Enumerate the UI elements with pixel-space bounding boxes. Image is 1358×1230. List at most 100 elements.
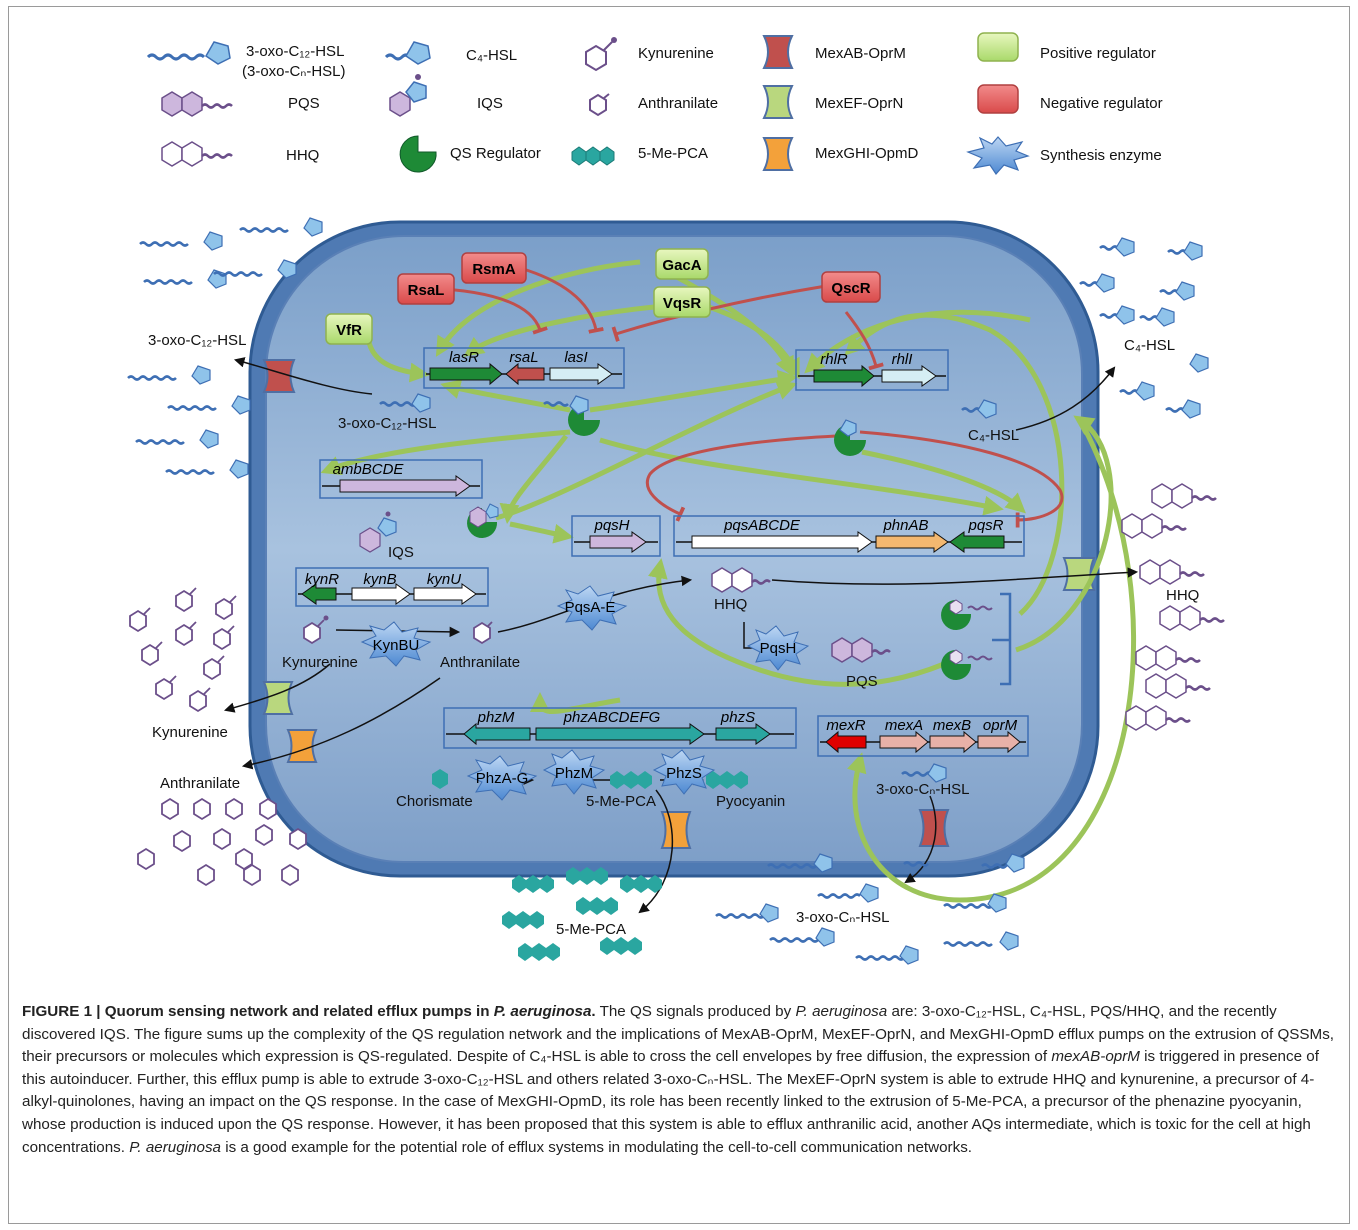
operon-pqs: pqsABCDE phnAB pqsR (673, 515, 1025, 557)
legend-oxo-c12-label: 3-oxo-C₁₂-HSL (246, 43, 344, 60)
outside-oxo-c12-cloud (127, 217, 323, 479)
qs-network-diagram: 3-oxo-C₁₂-HSL (3-oxo-Cₙ-HSL) C₄-HSL Kynu… (127, 32, 1225, 965)
enzyme-pqsae: PqsA-E (556, 585, 628, 631)
label-me-pca-in: 5-Me-PCA (586, 793, 656, 810)
svg-text:pqsR: pqsR (967, 517, 1003, 534)
legend-negative-swatch (977, 84, 1019, 114)
svg-text:VfR: VfR (336, 322, 362, 339)
legend-kynurenine-label: Kynurenine (638, 45, 714, 62)
label-chorismate: Chorismate (396, 793, 473, 810)
legend-iqs-label: IQS (477, 95, 503, 112)
figure-caption: FIGURE 1 | Quorum sensing network and re… (22, 1001, 1338, 1159)
label-iqs: IQS (388, 544, 414, 561)
svg-text:PqsH: PqsH (760, 640, 797, 657)
oxo-cn-inside-icon (901, 763, 947, 783)
svg-text:pqsH: pqsH (593, 517, 629, 534)
legend-qs-regulator-label: QS Regulator (450, 145, 541, 162)
legend-hhq-label: HHQ (286, 147, 319, 164)
legend-positive-label: Positive regulator (1040, 45, 1156, 62)
svg-text:GacA: GacA (662, 257, 701, 274)
kynurenine-inside-icon (303, 615, 329, 645)
label-oxo-cn-in: 3-oxo-Cₙ-HSL (876, 781, 970, 798)
svg-text:PqsA-E: PqsA-E (565, 599, 616, 616)
label-kynurenine-in: Kynurenine (282, 654, 358, 671)
label-pqs: PQS (846, 673, 878, 690)
legend: 3-oxo-C₁₂-HSL (3-oxo-Cₙ-HSL) C₄-HSL Kynu… (146, 32, 1163, 175)
legend-iqs-icon (389, 74, 427, 117)
svg-text:phzM: phzM (477, 709, 515, 726)
pump-mexghi-left (286, 729, 318, 763)
pump-mexef-left (262, 681, 294, 715)
svg-text:pqsABCDE: pqsABCDE (723, 517, 801, 534)
label-pyocyanin: Pyocyanin (716, 793, 785, 810)
svg-text:mexA: mexA (885, 717, 923, 734)
legend-synthesis-label: Synthesis enzyme (1040, 147, 1162, 164)
outside-kynurenine-cloud (129, 587, 237, 713)
svg-text:lasI: lasI (564, 349, 587, 366)
label-hhq-out: HHQ (1166, 587, 1199, 604)
operon-pqsh: pqsH (571, 515, 661, 557)
operon-las: lasR rsaL lasI (423, 347, 625, 389)
legend-c4-icon (384, 41, 431, 65)
legend-mexef-label: MexEF-OprN (815, 95, 903, 112)
hhq-inside-icon (711, 567, 771, 593)
regulator-gaca: GacA (655, 248, 709, 280)
iqs-inside-icon (359, 511, 397, 553)
pyocyanin-icon (706, 771, 748, 789)
outside-oxo-cn-cloud (715, 853, 1025, 965)
regulator-rsal: RsaL (397, 273, 455, 305)
svg-text:lasR: lasR (449, 349, 479, 366)
legend-mexef-icon (762, 85, 794, 119)
iqs-complex (467, 503, 499, 538)
label-me-pca-out: 5-Me-PCA (556, 921, 626, 938)
operon-phz: phzM phzABCDEFG phzS (443, 707, 797, 749)
legend-anthranilate-icon (589, 93, 610, 117)
svg-text:PhzS: PhzS (666, 765, 702, 782)
legend-positive-swatch (977, 32, 1019, 62)
figure-frame (8, 6, 1350, 1224)
legend-kynurenine-icon (585, 37, 617, 72)
svg-text:ambBCDE: ambBCDE (333, 461, 405, 478)
legend-mexghi-icon (762, 137, 794, 171)
svg-text:phnAB: phnAB (882, 517, 928, 534)
outside-me-pca-cloud (502, 867, 662, 961)
pqsr-complex-2 (941, 649, 993, 680)
svg-text:kynU: kynU (427, 571, 461, 588)
enzyme-kynbu: KynBU (360, 621, 432, 667)
caption-label: FIGURE 1 | Quorum sensing network and re… (22, 1003, 596, 1020)
svg-text:phzABCDEFG: phzABCDEFG (563, 709, 661, 726)
label-c4-in: C₄-HSL (968, 427, 1019, 444)
svg-text:rhlR: rhlR (820, 351, 848, 368)
c4-free-icon (1189, 353, 1209, 373)
svg-text:VqsR: VqsR (663, 295, 702, 312)
svg-text:PhzM: PhzM (555, 765, 593, 782)
svg-text:kynR: kynR (305, 571, 339, 588)
outside-anthranilate-cloud (137, 797, 307, 887)
svg-text:kynB: kynB (363, 571, 396, 588)
legend-oxo-c12-icon (146, 41, 231, 65)
outside-hhq-cloud (1121, 483, 1225, 731)
regulator-vqsr: VqsR (653, 286, 711, 318)
chorismate-icon (432, 769, 448, 789)
operon-rhl: rhlR rhlI (795, 349, 949, 391)
pump-mexghi-bottom (660, 811, 692, 849)
legend-mexghi-label: MexGHI-OpmD (815, 145, 919, 162)
c4-inside-icon (961, 399, 997, 419)
pqsr-complex-1 (941, 599, 993, 630)
label-oxo-c12-in: 3-oxo-C₁₂-HSL (338, 415, 436, 432)
legend-negative-label: Negative regulator (1040, 95, 1163, 112)
svg-text:RsaL: RsaL (408, 282, 445, 299)
legend-c4-label: C₄-HSL (466, 47, 517, 64)
label-oxo-c12-out: 3-oxo-C₁₂-HSL (148, 332, 246, 349)
pump-mexef-right (1062, 557, 1096, 591)
legend-hhq-icon (161, 141, 233, 167)
svg-text:rsaL: rsaL (509, 349, 538, 366)
enzyme-pqsh: PqsH (746, 625, 810, 671)
me-pca-inside-icon (610, 771, 652, 789)
operon-kyn: kynR kynB kynU (295, 567, 489, 607)
pqs-inside-icon (831, 637, 891, 663)
svg-text:RsmA: RsmA (472, 261, 516, 278)
regulator-qscr: QscR (821, 271, 881, 303)
svg-text:oprM: oprM (983, 717, 1018, 734)
pump-mexab-bottom (918, 809, 950, 847)
